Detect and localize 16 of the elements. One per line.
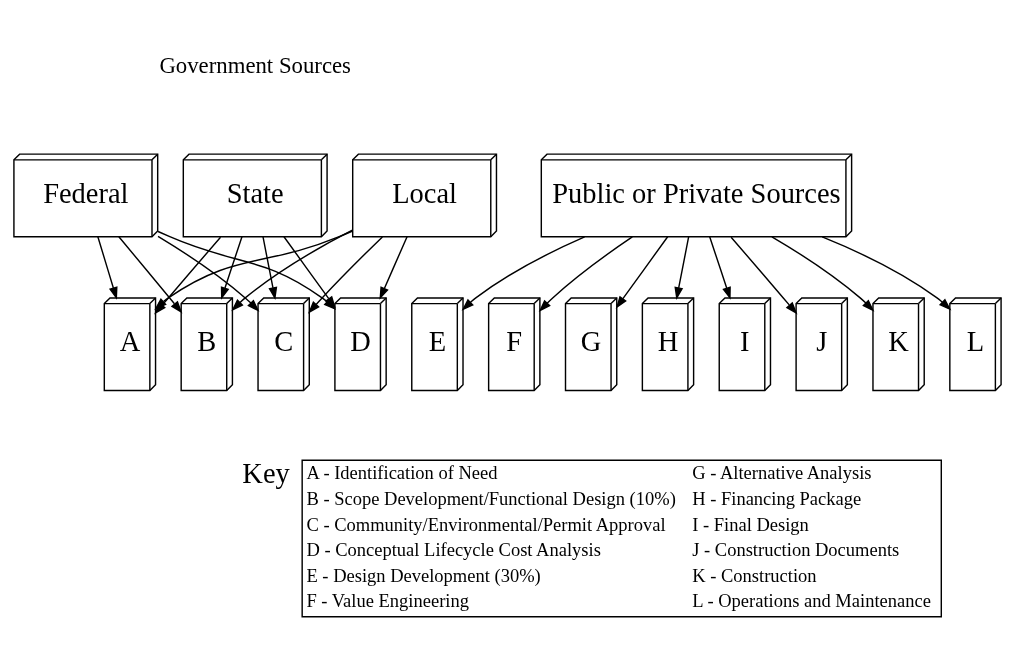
arrow — [674, 236, 690, 300]
node-label: Key — [242, 457, 290, 489]
arrow — [538, 236, 634, 313]
arrow — [771, 236, 875, 312]
arrow — [730, 236, 798, 315]
arrow — [709, 236, 731, 300]
arrow — [821, 236, 952, 311]
node-box: A - Identification of Need G - Alternative Analysis B - Scope Development/Functional Design (10%) H - Financing Package C - Community/Environmental/Permit Approval I - Final Design D - Conceptual Lifecycle Cost Analysis J - Construction Documents E - Design Development (30%) K - Construction F - Value Engineering L - Operations and Maintenance — [301, 459, 942, 618]
label: Government Sources — [159, 52, 351, 78]
arrow — [262, 236, 278, 300]
arrow — [615, 236, 669, 309]
arrow — [157, 235, 260, 312]
arrow — [379, 236, 408, 300]
arrow — [220, 236, 243, 300]
arrow — [461, 236, 586, 311]
arrow — [97, 236, 118, 300]
